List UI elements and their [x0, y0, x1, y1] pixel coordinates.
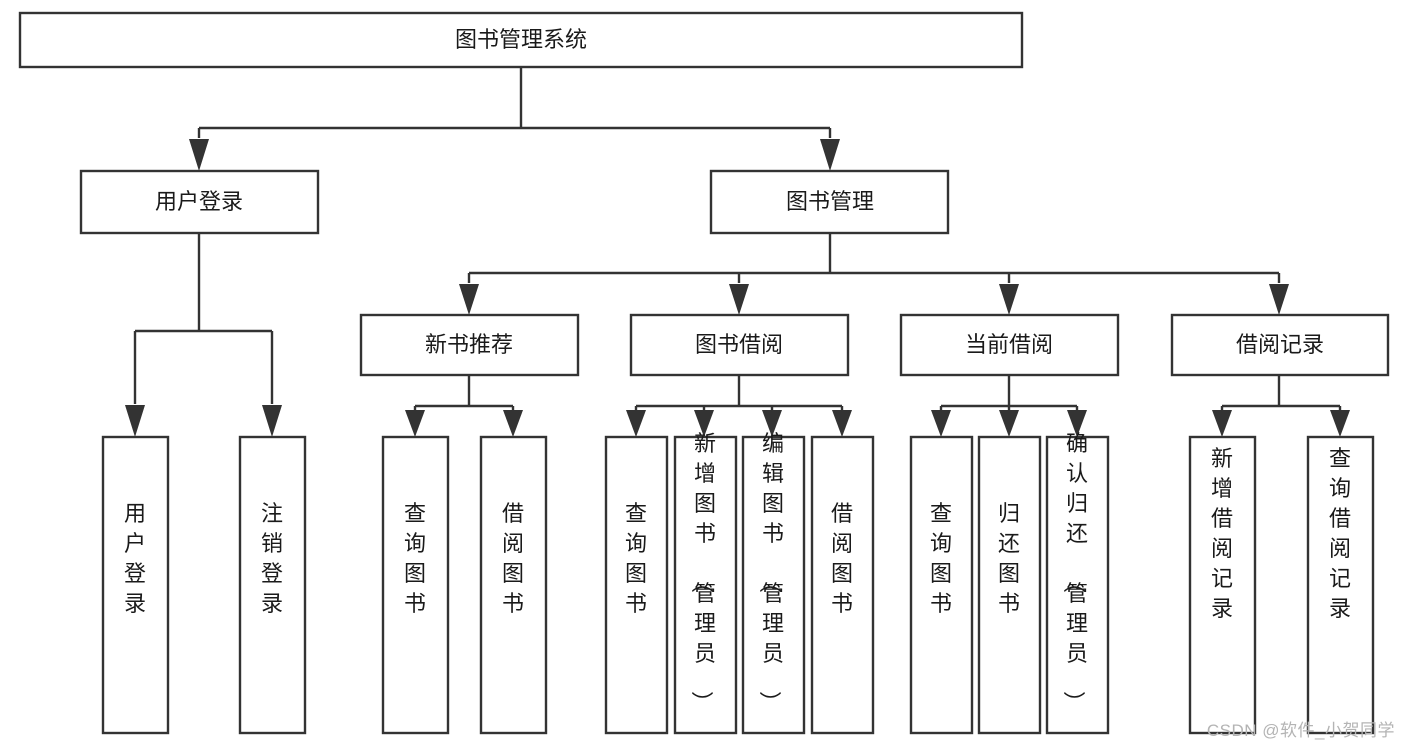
- arrow-head-record: [1269, 284, 1289, 315]
- node-root-system-box[interactable]: [18, 11, 1024, 69]
- node-leaf-borrow-3[interactable]: 借阅图书: [810, 435, 875, 735]
- node-leaf-current-2[interactable]: 确认归还（管理员）: [1045, 431, 1110, 735]
- node-leaf-borrow-1-box[interactable]: [673, 435, 738, 735]
- node-leaf-record-0-label: 新增借阅记录: [1211, 446, 1233, 621]
- node-leaf-newbook-0-label: 查询图书: [404, 501, 426, 616]
- arrow-head-borrow-leaf-3: [832, 410, 852, 437]
- connector-group-newbook: [405, 375, 523, 437]
- node-leaf-user-login-0-box[interactable]: [101, 435, 170, 735]
- arrow-head-borrow-leaf-2: [762, 410, 782, 437]
- arrow-head-user-login-leaf-1: [262, 405, 282, 437]
- arrow-head-current-leaf-0: [931, 410, 951, 437]
- node-leaf-user-login-0[interactable]: 用户登录: [101, 435, 170, 735]
- node-new-book-recommend-box[interactable]: [359, 313, 580, 377]
- node-leaf-record-1-box[interactable]: [1306, 435, 1375, 735]
- node-leaf-user-login-1[interactable]: 注销登录: [238, 435, 307, 735]
- node-leaf-record-0-box[interactable]: [1188, 435, 1257, 735]
- connector-group-record: [1212, 375, 1350, 437]
- node-leaf-borrow-1-label: 新增图书（管理员）: [689, 431, 716, 713]
- node-leaf-newbook-1[interactable]: 借阅图书: [479, 435, 548, 735]
- node-leaf-user-login-1-box[interactable]: [238, 435, 307, 735]
- node-leaf-newbook-1-label: 借阅图书: [502, 501, 524, 616]
- node-user-login-box[interactable]: [79, 169, 320, 235]
- node-book-borrow-label: 图书借阅: [695, 332, 783, 357]
- node-current-borrow-label: 当前借阅: [965, 332, 1053, 357]
- node-leaf-borrow-0[interactable]: 查询图书: [604, 435, 669, 735]
- node-user-login[interactable]: 用户登录: [79, 169, 320, 235]
- node-leaf-newbook-0-box[interactable]: [381, 435, 450, 735]
- connector-group-current: [931, 375, 1087, 437]
- connector-group-root: [189, 67, 840, 171]
- arrow-head-current-leaf-1: [999, 410, 1019, 437]
- arrow-head-current: [999, 284, 1019, 315]
- node-new-book-recommend-label: 新书推荐: [425, 332, 513, 357]
- node-leaf-record-0[interactable]: 新增借阅记录: [1188, 435, 1257, 735]
- arrow-head-newbook: [459, 284, 479, 315]
- node-leaf-current-0-label: 查询图书: [930, 501, 952, 616]
- node-borrow-record[interactable]: 借阅记录: [1170, 313, 1390, 377]
- node-leaf-borrow-2[interactable]: 编辑图书（管理员）: [741, 431, 806, 735]
- node-leaf-borrow-0-label: 查询图书: [625, 501, 647, 616]
- node-leaf-current-2-label: 确认归还（管理员）: [1061, 431, 1088, 713]
- connector-group-borrow: [626, 375, 852, 437]
- node-borrow-record-box[interactable]: [1170, 313, 1390, 377]
- node-book-management[interactable]: 图书管理: [709, 169, 950, 235]
- arrow-head-record-leaf-0: [1212, 410, 1232, 437]
- node-leaf-borrow-3-box[interactable]: [810, 435, 875, 735]
- arrow-head-current-leaf-2: [1067, 410, 1087, 437]
- node-leaf-user-login-1-label: 注销登录: [261, 501, 283, 616]
- node-book-borrow[interactable]: 图书借阅: [629, 313, 850, 377]
- node-book-management-box[interactable]: [709, 169, 950, 235]
- node-leaf-record-1-label: 查询借阅记录: [1329, 446, 1351, 621]
- node-root-system[interactable]: 图书管理系统: [18, 11, 1024, 69]
- node-user-login-label: 用户登录: [155, 189, 243, 214]
- node-leaf-borrow-2-box[interactable]: [741, 435, 806, 735]
- node-current-borrow-box[interactable]: [899, 313, 1120, 377]
- node-leaf-current-0-box[interactable]: [909, 435, 974, 735]
- node-leaf-current-1-label: 归还图书: [998, 501, 1020, 616]
- node-leaf-borrow-2-label: 编辑图书（管理员）: [757, 431, 784, 713]
- node-book-borrow-box[interactable]: [629, 313, 850, 377]
- arrow-head-borrow-leaf-0: [626, 410, 646, 437]
- node-leaf-current-2-box[interactable]: [1045, 435, 1110, 735]
- arrow-head-newbook-leaf-0: [405, 410, 425, 437]
- csdn-watermark: CSDN @软件_小贺同学: [1206, 721, 1395, 740]
- arrow-head-record-leaf-1: [1330, 410, 1350, 437]
- node-leaf-user-login-0-label: 用户登录: [124, 501, 146, 616]
- node-new-book-recommend[interactable]: 新书推荐: [359, 313, 580, 377]
- node-leaf-record-1[interactable]: 查询借阅记录: [1306, 435, 1375, 735]
- node-leaf-current-1-box[interactable]: [977, 435, 1042, 735]
- node-leaf-borrow-1[interactable]: 新增图书（管理员）: [673, 431, 738, 735]
- arrow-head-newbook-leaf-1: [503, 410, 523, 437]
- node-leaf-current-0[interactable]: 查询图书: [909, 435, 974, 735]
- node-leaf-newbook-0[interactable]: 查询图书: [381, 435, 450, 735]
- arrow-head-book-mgmt: [820, 139, 840, 171]
- node-borrow-record-label: 借阅记录: [1236, 332, 1324, 357]
- arrow-head-borrow: [729, 284, 749, 315]
- node-current-borrow[interactable]: 当前借阅: [899, 313, 1120, 377]
- node-book-management-label: 图书管理: [786, 189, 874, 214]
- connector-group-book-mgmt: [459, 233, 1289, 315]
- node-leaf-borrow-0-box[interactable]: [604, 435, 669, 735]
- node-leaf-newbook-1-box[interactable]: [479, 435, 548, 735]
- arrow-head-user-login-leaf-0: [125, 405, 145, 437]
- arrow-head-user-login: [189, 139, 209, 171]
- node-leaf-current-1[interactable]: 归还图书: [977, 435, 1042, 735]
- node-leaf-borrow-3-label: 借阅图书: [831, 501, 853, 616]
- node-root-system-label: 图书管理系统: [455, 27, 587, 52]
- connector-group-user-login: [125, 233, 282, 437]
- arrow-head-borrow-leaf-1: [694, 410, 714, 437]
